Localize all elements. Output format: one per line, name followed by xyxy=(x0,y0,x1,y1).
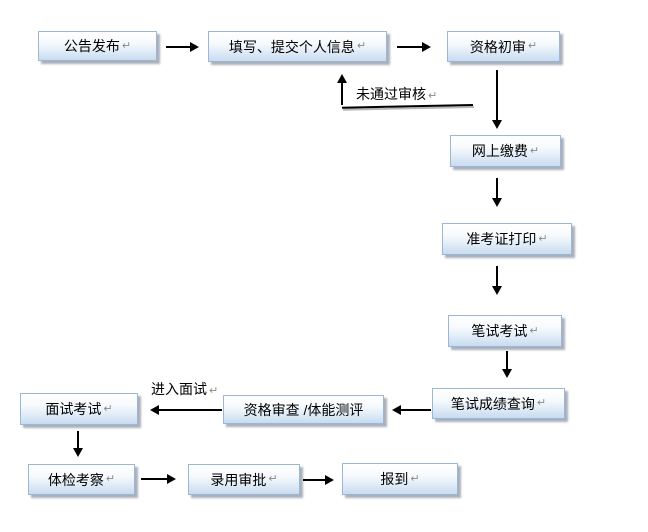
flow-node-hiring-approval: 录用审批↵ xyxy=(188,464,300,495)
arrowhead-left-icon xyxy=(150,405,159,415)
arrow-exam-to-score xyxy=(506,351,508,371)
node-label: 笔试成绩查询 xyxy=(450,395,535,412)
arrow-review-to-payment xyxy=(496,70,498,122)
arrow-fill-to-review xyxy=(397,46,424,48)
arrowhead-right-icon xyxy=(190,42,199,52)
arrow-payment-to-ticket xyxy=(496,178,498,200)
node-label: 录用审批 xyxy=(210,471,267,488)
node-label: 资格初审 xyxy=(469,38,526,55)
return-mark: ↵ xyxy=(536,397,547,409)
arrow-feedback-vertical xyxy=(341,82,343,105)
return-mark: ↵ xyxy=(268,473,278,485)
return-mark: ↵ xyxy=(103,402,113,415)
arrow-ticket-to-exam xyxy=(496,266,498,288)
arrowhead-right-icon xyxy=(167,474,176,484)
arrow-announce-to-fill xyxy=(166,46,192,48)
flow-node-online-payment: 网上缴费↵ xyxy=(450,135,561,167)
flow-node-initial-review: 资格初审↵ xyxy=(447,31,560,62)
arrowhead-down-icon xyxy=(492,286,502,295)
arrowhead-left-icon xyxy=(392,405,401,415)
return-mark: ↵ xyxy=(527,40,538,52)
flow-node-written-exam: 笔试考试↵ xyxy=(448,315,562,347)
return-mark: ↵ xyxy=(529,324,539,337)
arrow-feedback-horizontal xyxy=(342,104,474,109)
return-mark: ↵ xyxy=(529,144,540,157)
arrowhead-right-icon xyxy=(422,42,431,52)
flow-node-announce: 公告发布↵ xyxy=(38,31,157,61)
flow-node-physical-inspection: 体检考察↵ xyxy=(28,464,135,495)
edge-label-text: 未通过审核 xyxy=(356,86,426,102)
edge-label-text: 进入面试 xyxy=(151,381,207,397)
arrowhead-down-icon xyxy=(492,120,502,129)
arrow-hiring-to-report xyxy=(303,479,327,481)
return-mark: ↵ xyxy=(538,232,548,245)
node-label: 笔试考试 xyxy=(471,323,528,339)
flow-node-report: 报到↵ xyxy=(342,463,458,495)
return-mark: ↵ xyxy=(209,385,219,397)
flow-node-qualification-fitness: 资格审查 /体能测评 xyxy=(223,395,384,424)
arrowhead-up-icon xyxy=(337,74,347,83)
node-label: 网上缴费 xyxy=(471,143,528,159)
node-label: 面试考试 xyxy=(45,401,102,417)
node-label: 资格审查 /体能测评 xyxy=(243,401,364,418)
flow-node-fill-submit: 填写、提交个人信息↵ xyxy=(208,31,387,62)
return-mark: ↵ xyxy=(121,39,132,52)
edge-label-enter-interview: 进入面试↵ xyxy=(151,379,218,399)
node-label: 报到 xyxy=(380,471,409,487)
node-label: 准考证打印 xyxy=(466,231,537,247)
arrowhead-down-icon xyxy=(502,369,512,378)
arrow-physical-to-hiring xyxy=(141,478,169,480)
arrow-qualification-to-interview xyxy=(158,409,222,411)
arrowhead-right-icon xyxy=(325,475,334,485)
return-mark: ↵ xyxy=(105,473,116,485)
arrow-interview-to-physical xyxy=(77,431,79,450)
flow-node-score-query: 笔试成绩查询↵ xyxy=(432,388,565,419)
return-mark: ↵ xyxy=(356,40,367,52)
arrow-score-to-qualification xyxy=(400,409,431,411)
return-mark: ↵ xyxy=(410,472,420,485)
node-label: 公告发布 xyxy=(63,38,120,54)
arrowhead-down-icon xyxy=(73,448,83,457)
flow-node-ticket-print: 准考证打印↵ xyxy=(442,223,572,255)
node-label: 体检考察 xyxy=(47,471,104,488)
flow-node-interview: 面试考试↵ xyxy=(20,393,138,425)
arrowhead-down-icon xyxy=(492,198,502,207)
edge-label-fail-review: 未通过审核↵ xyxy=(356,84,437,104)
return-mark: ↵ xyxy=(428,90,438,102)
node-label: 填写、提交个人信息 xyxy=(228,38,355,55)
